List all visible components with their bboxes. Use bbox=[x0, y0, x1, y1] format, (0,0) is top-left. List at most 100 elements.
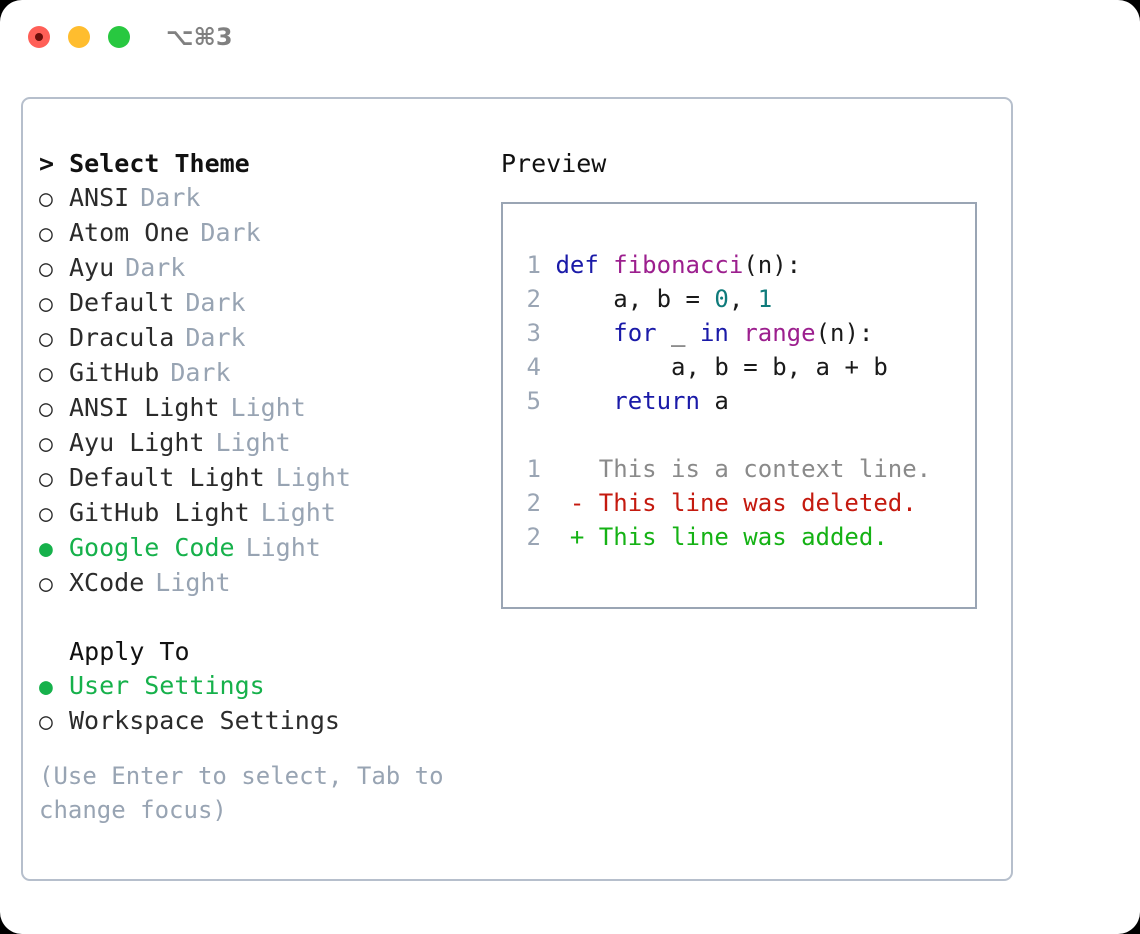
diff-line-add: 2 + This line was added. bbox=[519, 520, 975, 554]
theme-option-label: ANSI Light bbox=[69, 393, 220, 422]
code-token: def bbox=[555, 251, 599, 279]
code-token bbox=[729, 319, 743, 347]
apply-option-label: User Settings bbox=[69, 671, 265, 700]
radio-unselected-icon: ○ bbox=[39, 186, 53, 212]
theme-option-default[interactable]: ○ Default Dark bbox=[39, 286, 479, 321]
code-token: _ bbox=[656, 319, 700, 347]
theme-option-label: XCode bbox=[69, 568, 145, 597]
minimize-window-icon[interactable] bbox=[68, 26, 90, 48]
radio-unselected-icon: ○ bbox=[39, 466, 53, 492]
code-line: 2 a, b = 0, 1 bbox=[519, 282, 975, 316]
line-number: 2 bbox=[526, 285, 541, 313]
theme-option-label: GitHub bbox=[69, 358, 160, 387]
radio-selected-icon: ● bbox=[39, 536, 53, 562]
apply-option-user-settings[interactable]: ●User Settings bbox=[39, 669, 479, 704]
apply-to-title: Apply To bbox=[69, 637, 190, 666]
diff-marker: - bbox=[541, 489, 599, 517]
diff-text: This line was added. bbox=[598, 523, 888, 551]
code-token: for bbox=[613, 319, 657, 347]
diff-marker bbox=[541, 455, 599, 483]
diff-line-del: 2 - This line was deleted. bbox=[519, 486, 975, 520]
section-spacer bbox=[39, 601, 479, 635]
diff-text: This line was deleted. bbox=[598, 489, 917, 517]
theme-option-default-light[interactable]: ○ Default Light Light bbox=[39, 461, 479, 496]
code-token: (n): bbox=[743, 251, 802, 279]
select-theme-caret: > bbox=[39, 149, 70, 178]
radio-unselected-icon: ○ bbox=[39, 709, 53, 735]
radio-unselected-icon: ○ bbox=[39, 571, 53, 597]
theme-option-tag: Light bbox=[245, 533, 321, 562]
window-controls bbox=[28, 26, 130, 48]
radio-unselected-icon: ○ bbox=[39, 501, 53, 527]
apply-option-workspace-settings[interactable]: ○Workspace Settings bbox=[39, 704, 479, 739]
theme-option-label: Dracula bbox=[69, 323, 175, 352]
keyboard-shortcut-label: ⌥⌘3 bbox=[166, 23, 233, 51]
line-number: 1 bbox=[526, 455, 541, 483]
code-line: 5 return a bbox=[519, 384, 975, 418]
theme-option-tag: Light bbox=[260, 498, 336, 527]
theme-option-label: Default Light bbox=[69, 463, 265, 492]
preview-gap bbox=[519, 418, 975, 452]
theme-option-xcode[interactable]: ○ XCode Light bbox=[39, 566, 479, 601]
line-number: 3 bbox=[526, 319, 541, 347]
maximize-window-icon[interactable] bbox=[108, 26, 130, 48]
code-line: 4 a, b = b, a + b bbox=[519, 350, 975, 384]
preview-heading: Preview bbox=[501, 149, 607, 178]
code-token: return bbox=[613, 387, 700, 415]
theme-option-tag: Light bbox=[275, 463, 351, 492]
diff-text: This is a context line. bbox=[598, 455, 932, 483]
code-token: fibonacci bbox=[613, 251, 744, 279]
theme-option-label: Google Code bbox=[69, 533, 235, 562]
theme-option-tag: Light bbox=[230, 393, 306, 422]
code-token: (n): bbox=[815, 319, 874, 347]
code-token: 1 bbox=[757, 285, 773, 313]
radio-unselected-icon: ○ bbox=[39, 326, 53, 352]
keyboard-hint-text: (Use Enter to select, Tab to change focu… bbox=[39, 762, 444, 824]
theme-option-tag: Dark bbox=[185, 288, 246, 317]
apply-to-list: ●User Settings○Workspace Settings bbox=[39, 669, 479, 739]
code-line: 3 for _ in range(n): bbox=[519, 316, 975, 350]
theme-option-github-light[interactable]: ○ GitHub Light Light bbox=[39, 496, 479, 531]
theme-option-google-code[interactable]: ● Google Code Light bbox=[39, 531, 479, 566]
code-line: 1 def fibonacci(n): bbox=[519, 248, 975, 282]
code-token: , bbox=[728, 285, 758, 313]
close-window-icon[interactable] bbox=[28, 26, 50, 48]
radio-unselected-icon: ○ bbox=[39, 396, 53, 422]
line-number: 2 bbox=[526, 523, 541, 551]
apply-to-heading: Apply To bbox=[39, 635, 479, 669]
theme-option-label: Ayu Light bbox=[69, 428, 205, 457]
radio-unselected-icon: ○ bbox=[39, 291, 53, 317]
theme-option-label: Default bbox=[69, 288, 175, 317]
radio-unselected-icon: ○ bbox=[39, 431, 53, 457]
theme-option-tag: Light bbox=[155, 568, 231, 597]
theme-option-ansi-light[interactable]: ○ ANSI Light Light bbox=[39, 391, 479, 426]
theme-option-tag: Dark bbox=[170, 358, 231, 387]
apply-to-prefix bbox=[39, 637, 69, 666]
code-token bbox=[555, 387, 613, 415]
diff-line-ctx: 1 This is a context line. bbox=[519, 452, 975, 486]
line-number: 5 bbox=[526, 387, 541, 415]
theme-option-tag: Dark bbox=[125, 253, 186, 282]
line-number: 2 bbox=[526, 489, 541, 517]
diff-marker: + bbox=[541, 523, 599, 551]
diff-sample: 1 This is a context line.2 - This line w… bbox=[519, 452, 975, 554]
theme-option-label: ANSI bbox=[69, 183, 130, 212]
code-token: range bbox=[743, 319, 816, 347]
code-token: a, b = b, a + b bbox=[555, 353, 888, 381]
theme-option-label: GitHub Light bbox=[69, 498, 250, 527]
select-theme-heading: > Select Theme bbox=[39, 147, 479, 181]
theme-option-label: Atom One bbox=[69, 218, 190, 247]
code-token bbox=[599, 251, 613, 279]
